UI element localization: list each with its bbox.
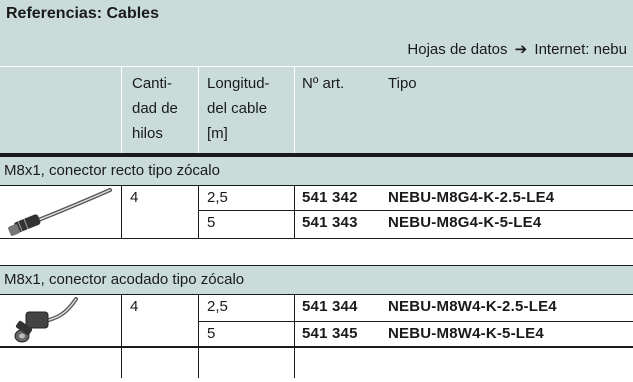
section-header: M8x1, conector recto tipo zócalo bbox=[0, 157, 633, 185]
wires-cell: 4 bbox=[130, 189, 139, 206]
row-rule bbox=[0, 294, 633, 295]
column-rule bbox=[294, 294, 295, 378]
column-rule bbox=[198, 185, 199, 238]
header-band bbox=[0, 0, 633, 153]
column-divider bbox=[121, 66, 122, 153]
length-cell: 5 bbox=[207, 214, 216, 231]
section-header: M8x1, conector acodado tipo zócalo bbox=[0, 266, 633, 294]
datasheet-prefix: Hojas de datos bbox=[407, 41, 508, 58]
type-cell: NEBU-M8G4-K-2.5-LE4 bbox=[388, 189, 555, 206]
part-no-cell: 541 342 bbox=[302, 189, 358, 206]
column-header-type: Tipo bbox=[388, 75, 417, 92]
datasheet-suffix: Internet: nebu bbox=[534, 41, 627, 58]
part-no-cell: 541 345 bbox=[302, 325, 358, 342]
column-divider bbox=[198, 66, 199, 153]
row-rule bbox=[0, 265, 633, 266]
length-cell: 2,5 bbox=[207, 189, 228, 206]
arrow-right-icon: ➔ bbox=[514, 41, 528, 58]
part-no-cell: 541 344 bbox=[302, 298, 358, 315]
type-cell: NEBU-M8W4-K-5-LE4 bbox=[388, 325, 544, 342]
type-cell: NEBU-M8W4-K-2.5-LE4 bbox=[388, 298, 557, 315]
length-cell: 5 bbox=[207, 325, 216, 342]
angled-socket-cable-icon bbox=[14, 297, 78, 343]
table-bottom-rule bbox=[0, 346, 633, 348]
row-rule bbox=[198, 321, 633, 322]
header-divider bbox=[0, 66, 633, 67]
table-title: Referencias: Cables bbox=[6, 5, 159, 22]
row-rule bbox=[198, 210, 633, 211]
header-bottom-rule bbox=[0, 153, 633, 157]
part-no-cell: 541 343 bbox=[302, 214, 358, 231]
wires-cell: 4 bbox=[130, 298, 139, 315]
length-cell: 2,5 bbox=[207, 298, 228, 315]
datasheet-note: Hojas de datos ➔ Internet: nebu bbox=[407, 40, 627, 58]
column-rule bbox=[294, 185, 295, 238]
row-rule bbox=[0, 238, 633, 239]
column-header-length: Longitud- del cable [m] bbox=[207, 75, 270, 142]
straight-socket-cable-icon bbox=[8, 188, 112, 236]
column-header-part-no: Nº art. bbox=[302, 75, 345, 92]
section-title: M8x1, conector recto tipo zócalo bbox=[4, 162, 220, 179]
row-rule bbox=[0, 185, 633, 186]
column-rule bbox=[198, 294, 199, 378]
column-rule bbox=[121, 185, 122, 238]
column-divider bbox=[294, 66, 295, 153]
column-header-wires: Canti- dad de hilos bbox=[132, 75, 178, 142]
section-title: M8x1, conector acodado tipo zócalo bbox=[4, 271, 245, 288]
column-rule bbox=[121, 294, 122, 378]
type-cell: NEBU-M8G4-K-5-LE4 bbox=[388, 214, 542, 231]
